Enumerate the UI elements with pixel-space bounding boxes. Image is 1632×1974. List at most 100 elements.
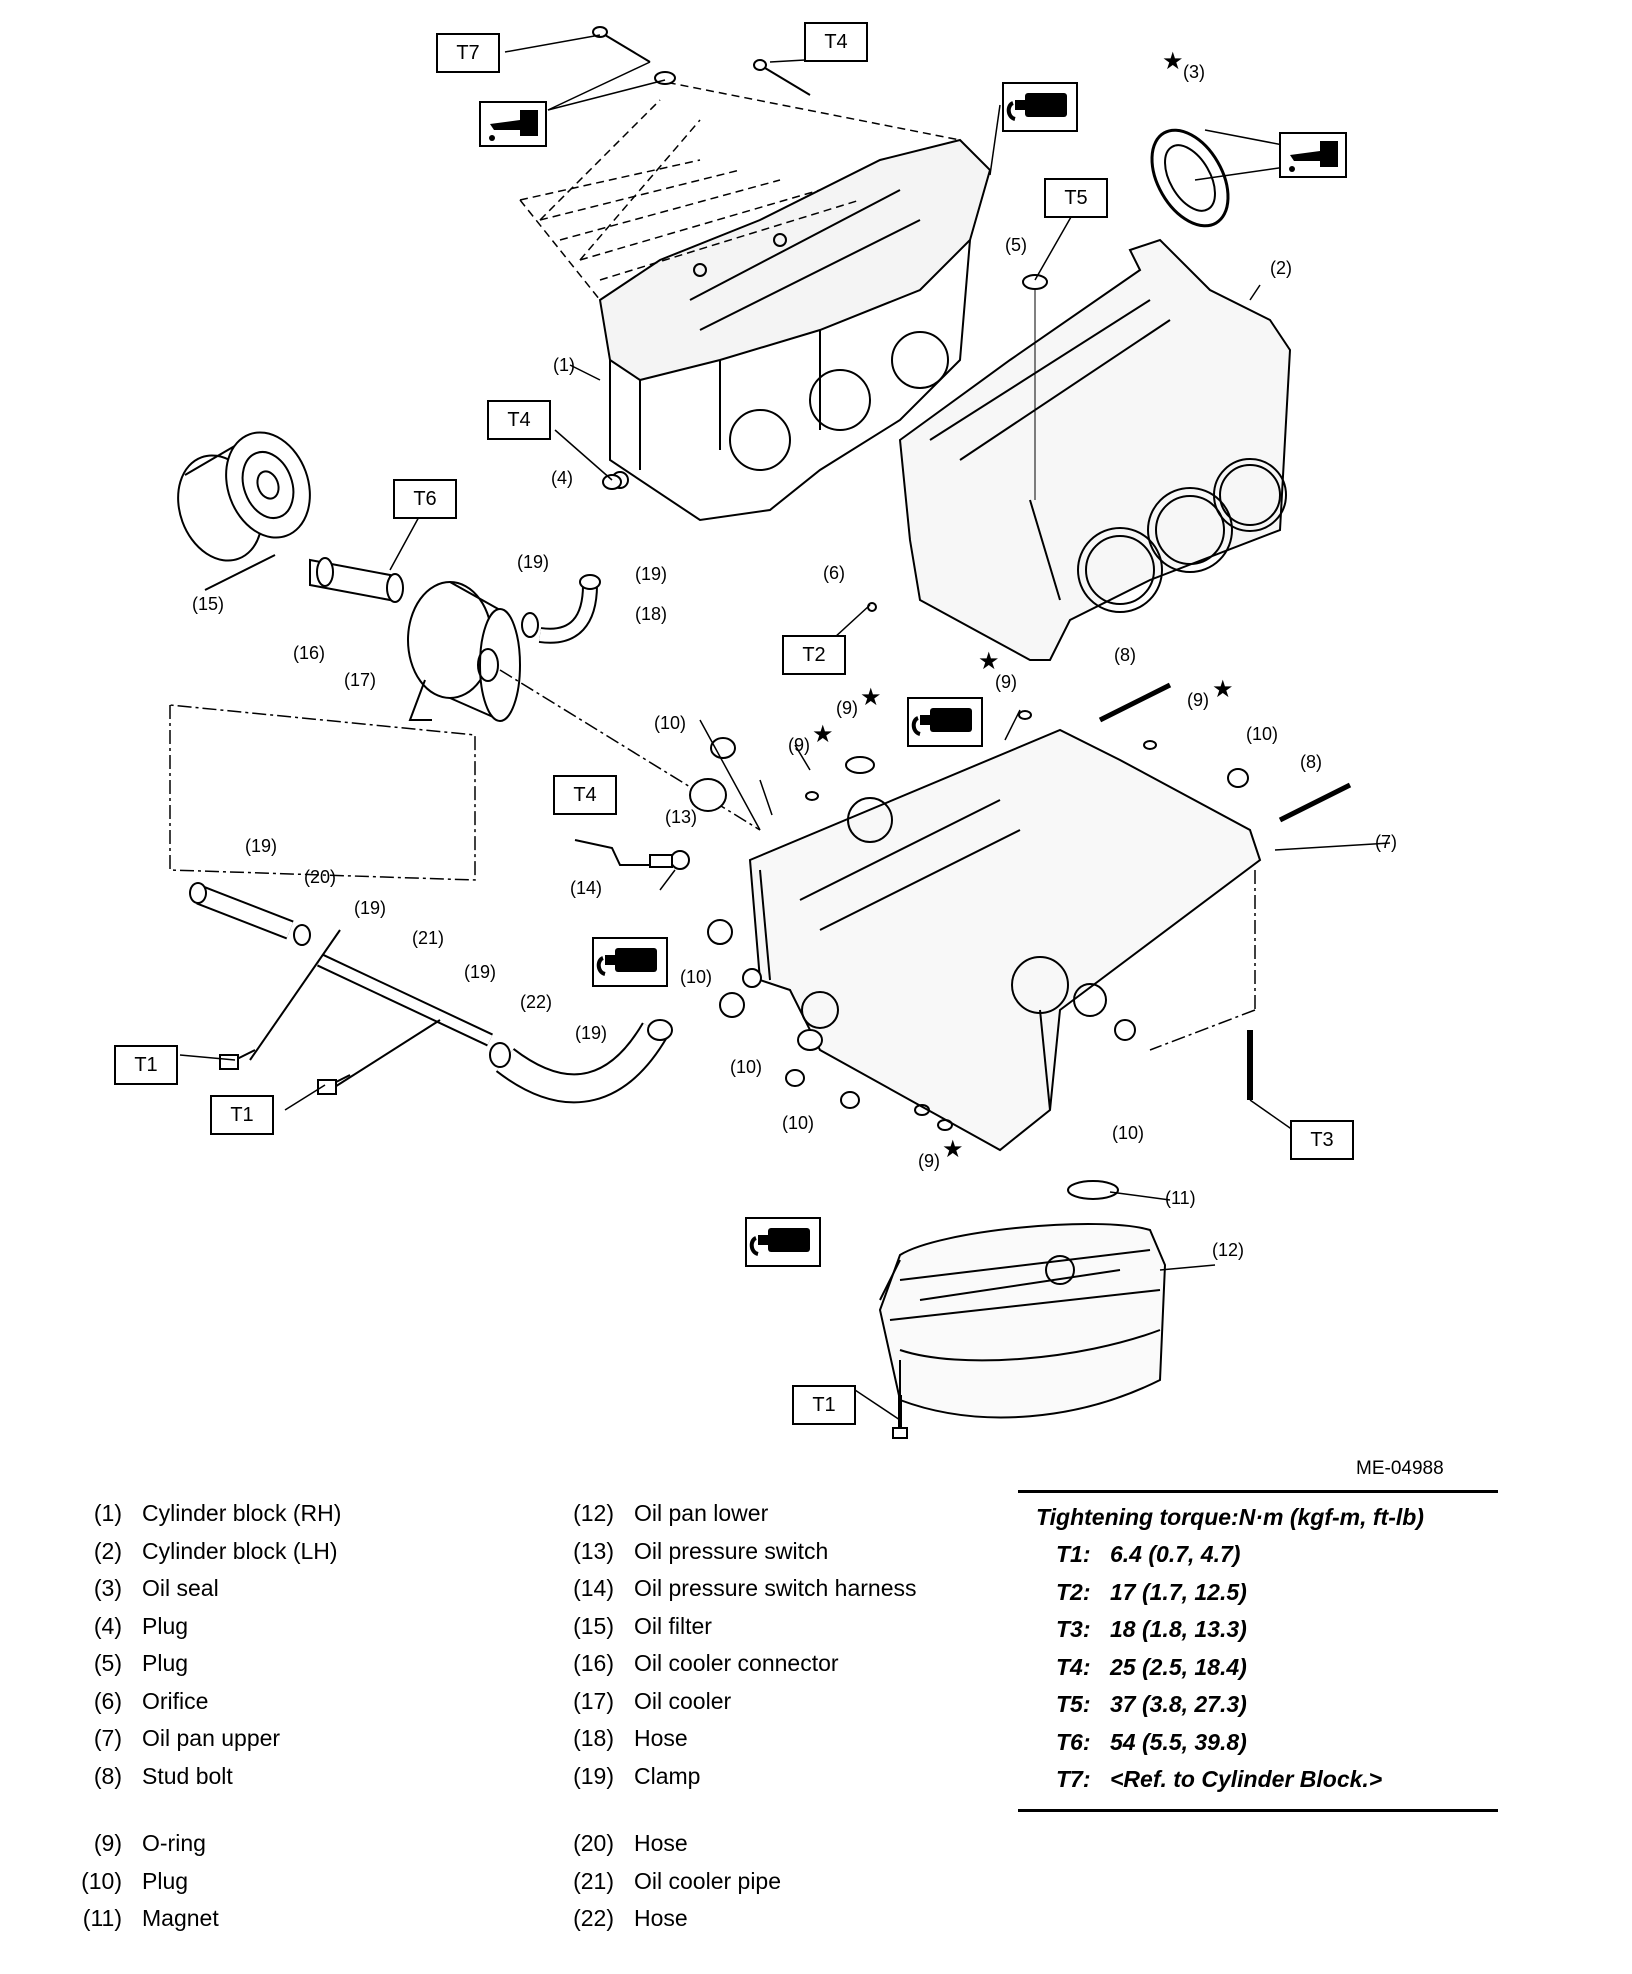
legend-item: (4)Plug [93,1612,189,1639]
torque-row: T6:54 (5.5, 39.8) [1056,1728,1247,1755]
callout-19-b: (19) [635,564,668,584]
torque-row: T3:18 (1.8, 13.3) [1056,1616,1247,1642]
legend-item: (22)Hose [573,1905,688,1931]
legend-item: (15)Oil filter [573,1612,712,1639]
callout-19-a: (19) [517,552,550,572]
torque-box-t1-pan: T1 [792,1385,856,1425]
magnet [1067,1180,1119,1200]
replace-star-9-a: ★ [978,648,1000,675]
legend-item: (10)Plug [81,1867,189,1894]
legend-item: (18)Hose [573,1725,688,1751]
plug-5 [1022,274,1048,290]
torque-box-t5: T5 [1044,178,1108,218]
oil-filter [177,431,311,591]
replace-star-3: ★ [1162,48,1184,75]
replace-star-9-d: ★ [1212,676,1234,703]
callout-9-c: (9) [788,735,810,755]
callout-4: (4) [551,468,573,488]
torque-box-t3: T3 [1290,1120,1354,1160]
callout-7: (7) [1375,832,1397,852]
callout-10-b: (10) [1246,724,1279,744]
liquid-gasket-icons [592,82,1078,1267]
callout-8-a: (8) [1114,645,1136,665]
cylinder-block-lh [898,238,1292,661]
callout-6: (6) [823,563,845,583]
oil-cooler [407,581,521,722]
callout-11: (11) [1165,1188,1196,1208]
callout-10-f: (10) [1112,1123,1145,1143]
legend-item: (8)Stud bolt [93,1762,233,1789]
plugs-10 [689,737,1249,1109]
legend-item: (7)Oil pan upper [93,1725,281,1751]
oil-pan-lower [878,1223,1167,1419]
callout-19-f: (19) [575,1023,608,1043]
callout-20: (20) [304,867,337,887]
orifice [867,602,877,612]
callout-14: (14) [570,878,603,898]
stud-bolt-right [1278,782,1352,823]
callout-10-a: (10) [654,713,687,733]
callout-10-d: (10) [730,1057,763,1077]
callout-8-b: (8) [1300,752,1322,772]
torque-box-t2: T2 [782,635,846,675]
callout-19-d: (19) [354,898,387,918]
legend-item: (19)Clamp [573,1762,701,1789]
torque-box-t1-a: T1 [114,1045,178,1085]
callout-19-c: (19) [245,836,278,856]
callout-22: (22) [520,992,553,1012]
engine-oil-icons [479,101,1347,178]
callout-10-c: (10) [680,967,713,987]
oil-pressure-switch [574,839,690,870]
torque-table-title: Tightening torque:N·m (kgf-m, ft-lb) [1036,1504,1424,1530]
legend-item: (12)Oil pan lower [573,1500,769,1526]
legend-item: (9)O-ring [93,1830,206,1856]
callout-9-a: (9) [995,672,1017,692]
oil-cooler-pipe-assembly [189,882,673,1104]
legend-right: (12)Oil pan lower (13)Oil pressure switc… [562,1495,1002,1938]
oil-pan-upper [748,728,1262,1152]
tightening-torque-table: Tightening torque:N·m (kgf-m, ft-lb) T1:… [1018,1490,1498,1812]
callout-17: (17) [344,670,377,690]
legend-item: (5)Plug [93,1650,189,1676]
torque-box-t1-b: T1 [210,1095,274,1135]
torque-row: T4:25 (2.5, 18.4) [1056,1653,1247,1680]
callout-12: (12) [1212,1240,1245,1260]
torque-box-t4-top: T4 [804,22,868,62]
callout-18: (18) [635,604,668,624]
callout-5: (5) [1005,235,1027,255]
torque-row: T1:6.4 (0.7, 4.7) [1056,1541,1241,1567]
o-rings [805,710,1157,1131]
hose-18 [521,574,601,644]
callout-19-e: (19) [464,962,497,982]
torque-box-t6: T6 [393,479,457,519]
legend-item: (17)Oil cooler [573,1687,732,1714]
bolt-t7 [592,26,676,85]
figure-code: ME-04988 [1356,1458,1444,1479]
replace-star-9-b: ★ [860,684,882,711]
plug-4 [602,474,622,490]
legend-item: (2)Cylinder block (LH) [93,1537,338,1564]
callout-9-b: (9) [836,698,858,718]
legend-item: (3)Oil seal [93,1575,219,1601]
callout-21: (21) [412,928,445,948]
torque-row: T2:17 (1.7, 12.5) [1056,1578,1247,1605]
legend-item: (14)Oil pressure switch harness [573,1575,917,1601]
legend-item: (6)Orifice [93,1687,209,1714]
replace-star-9-e: ★ [942,1136,964,1163]
bolts-t1 [219,1049,351,1095]
alignment-lines [519,79,961,301]
callout-1: (1) [553,355,575,375]
torque-row: T5:37 (3.8, 27.3) [1056,1691,1247,1717]
callout-13: (13) [665,807,698,827]
oil-seal [1150,128,1230,228]
legend-left: (1)Cylinder block (RH) (2)Cylinder block… [70,1495,490,1938]
stud-bolt-upper [1098,682,1172,723]
torque-box-t4-lower: T4 [553,775,617,815]
callout-3: (3) [1183,62,1205,82]
callout-9-e: (9) [918,1151,940,1171]
legend-item: (11)Magnet [82,1905,219,1931]
torque-box-t4-mid: T4 [487,400,551,440]
callout-10-e: (10) [782,1113,815,1133]
legend-item: (1)Cylinder block (RH) [93,1500,342,1526]
bolt-t4-top [759,64,811,96]
